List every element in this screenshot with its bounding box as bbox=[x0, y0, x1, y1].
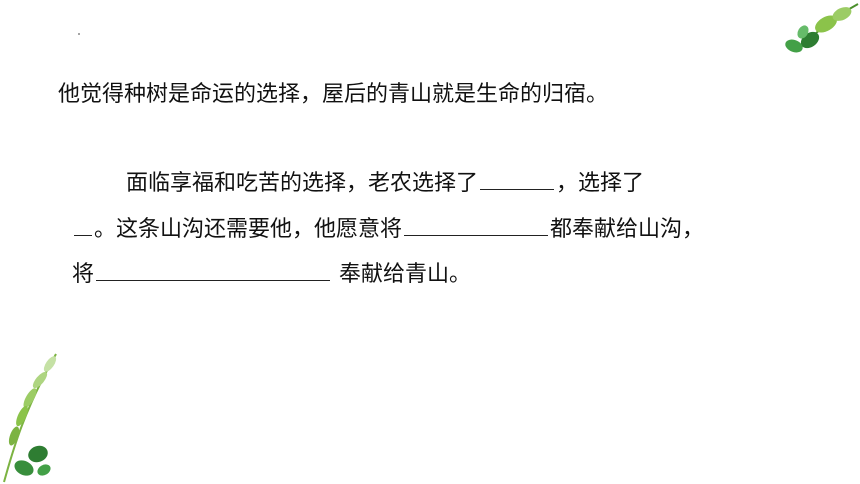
line2-text-a: 面临享福和吃苦的选择，老农选择了 bbox=[126, 171, 479, 196]
line2-text-b: ，选择了 bbox=[556, 171, 645, 196]
leaf-branch-top-right-icon bbox=[785, 3, 859, 53]
line4-text-b: 奉献给青山。 bbox=[332, 262, 472, 287]
speck-mark bbox=[78, 33, 80, 35]
fill-blank-2[interactable] bbox=[74, 213, 92, 236]
fill-blank-1[interactable] bbox=[480, 167, 555, 190]
text-line-1: 他觉得种树是命运的选择，屋后的青山就是生命的归宿。 bbox=[58, 82, 609, 107]
text-line-2: 面临享福和吃苦的选择，老农选择了 ，选择了 bbox=[126, 167, 644, 199]
text-line-3: 。这条山沟还需要他，他愿意将 都奉献给山沟， bbox=[72, 213, 704, 245]
text-line-4: 将 奉献给青山。 bbox=[72, 258, 471, 290]
line3-text-b: 都奉献给山沟， bbox=[550, 217, 705, 242]
fill-blank-3[interactable] bbox=[404, 213, 549, 236]
line4-text-a: 将 bbox=[72, 262, 95, 287]
line3-text-a: 。这条山沟还需要他，他愿意将 bbox=[94, 217, 403, 242]
fill-blank-4[interactable] bbox=[96, 258, 331, 281]
leaf-branch-bottom-left-icon bbox=[3, 353, 57, 483]
